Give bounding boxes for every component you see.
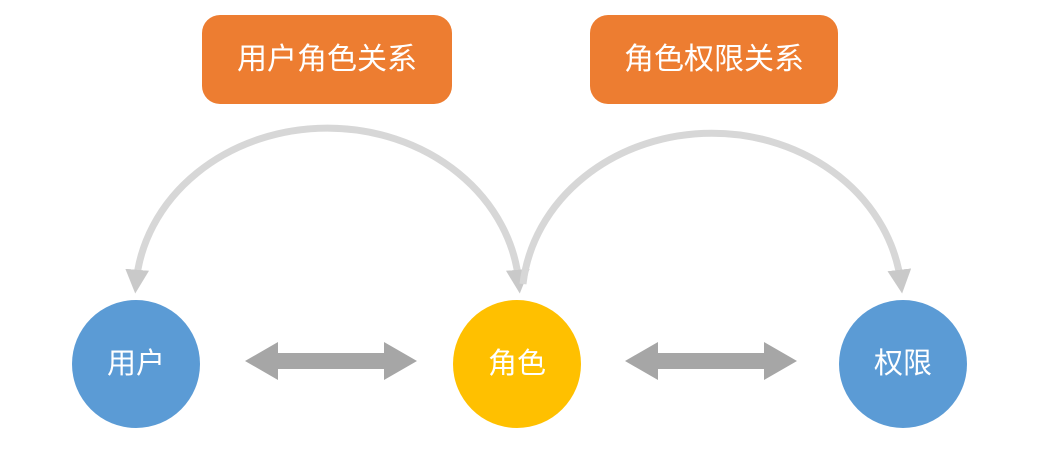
double-arrow-role-permission — [625, 342, 797, 380]
double-arrow-user-role — [245, 342, 417, 380]
relation-label-user-role: 用户角色关系 — [202, 15, 452, 104]
arc-role-permission — [519, 129, 912, 294]
arc-user-role — [125, 124, 530, 294]
node-permission: 权限 — [839, 300, 967, 428]
relation-label-user-role-text: 用户角色关系 — [237, 42, 417, 76]
node-user-label: 用户 — [106, 347, 165, 380]
node-role: 角色 — [453, 300, 581, 428]
relation-label-role-permission-text: 角色权限关系 — [624, 42, 804, 76]
relation-label-role-permission: 角色权限关系 — [590, 15, 838, 104]
node-permission-label: 权限 — [873, 347, 932, 380]
node-user: 用户 — [72, 300, 200, 428]
node-role-label: 角色 — [487, 347, 546, 380]
